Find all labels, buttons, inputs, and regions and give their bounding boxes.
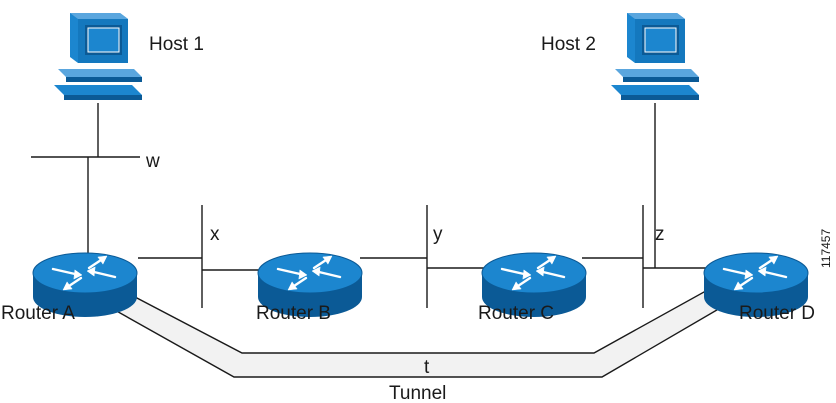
host-1-icon [53,12,143,101]
host-1-label: Host 1 [149,34,204,55]
network-z-label: z [655,224,665,245]
router-d-label: Router D [739,303,815,324]
host-2-icon [610,12,700,101]
tunnel-segment-label: t [424,357,430,378]
router-c-label: Router C [478,303,554,324]
network-y-label: y [433,224,443,245]
host-2-label: Host 2 [541,34,596,55]
network-x-label: x [210,224,220,245]
router-a-label: Router A [1,303,75,324]
figure-id: 117457 [819,229,833,268]
router-b-label: Router B [256,303,331,324]
tunnel-label: Tunnel [389,383,446,403]
network-w-label: w [145,151,160,172]
tunnel [103,281,739,378]
